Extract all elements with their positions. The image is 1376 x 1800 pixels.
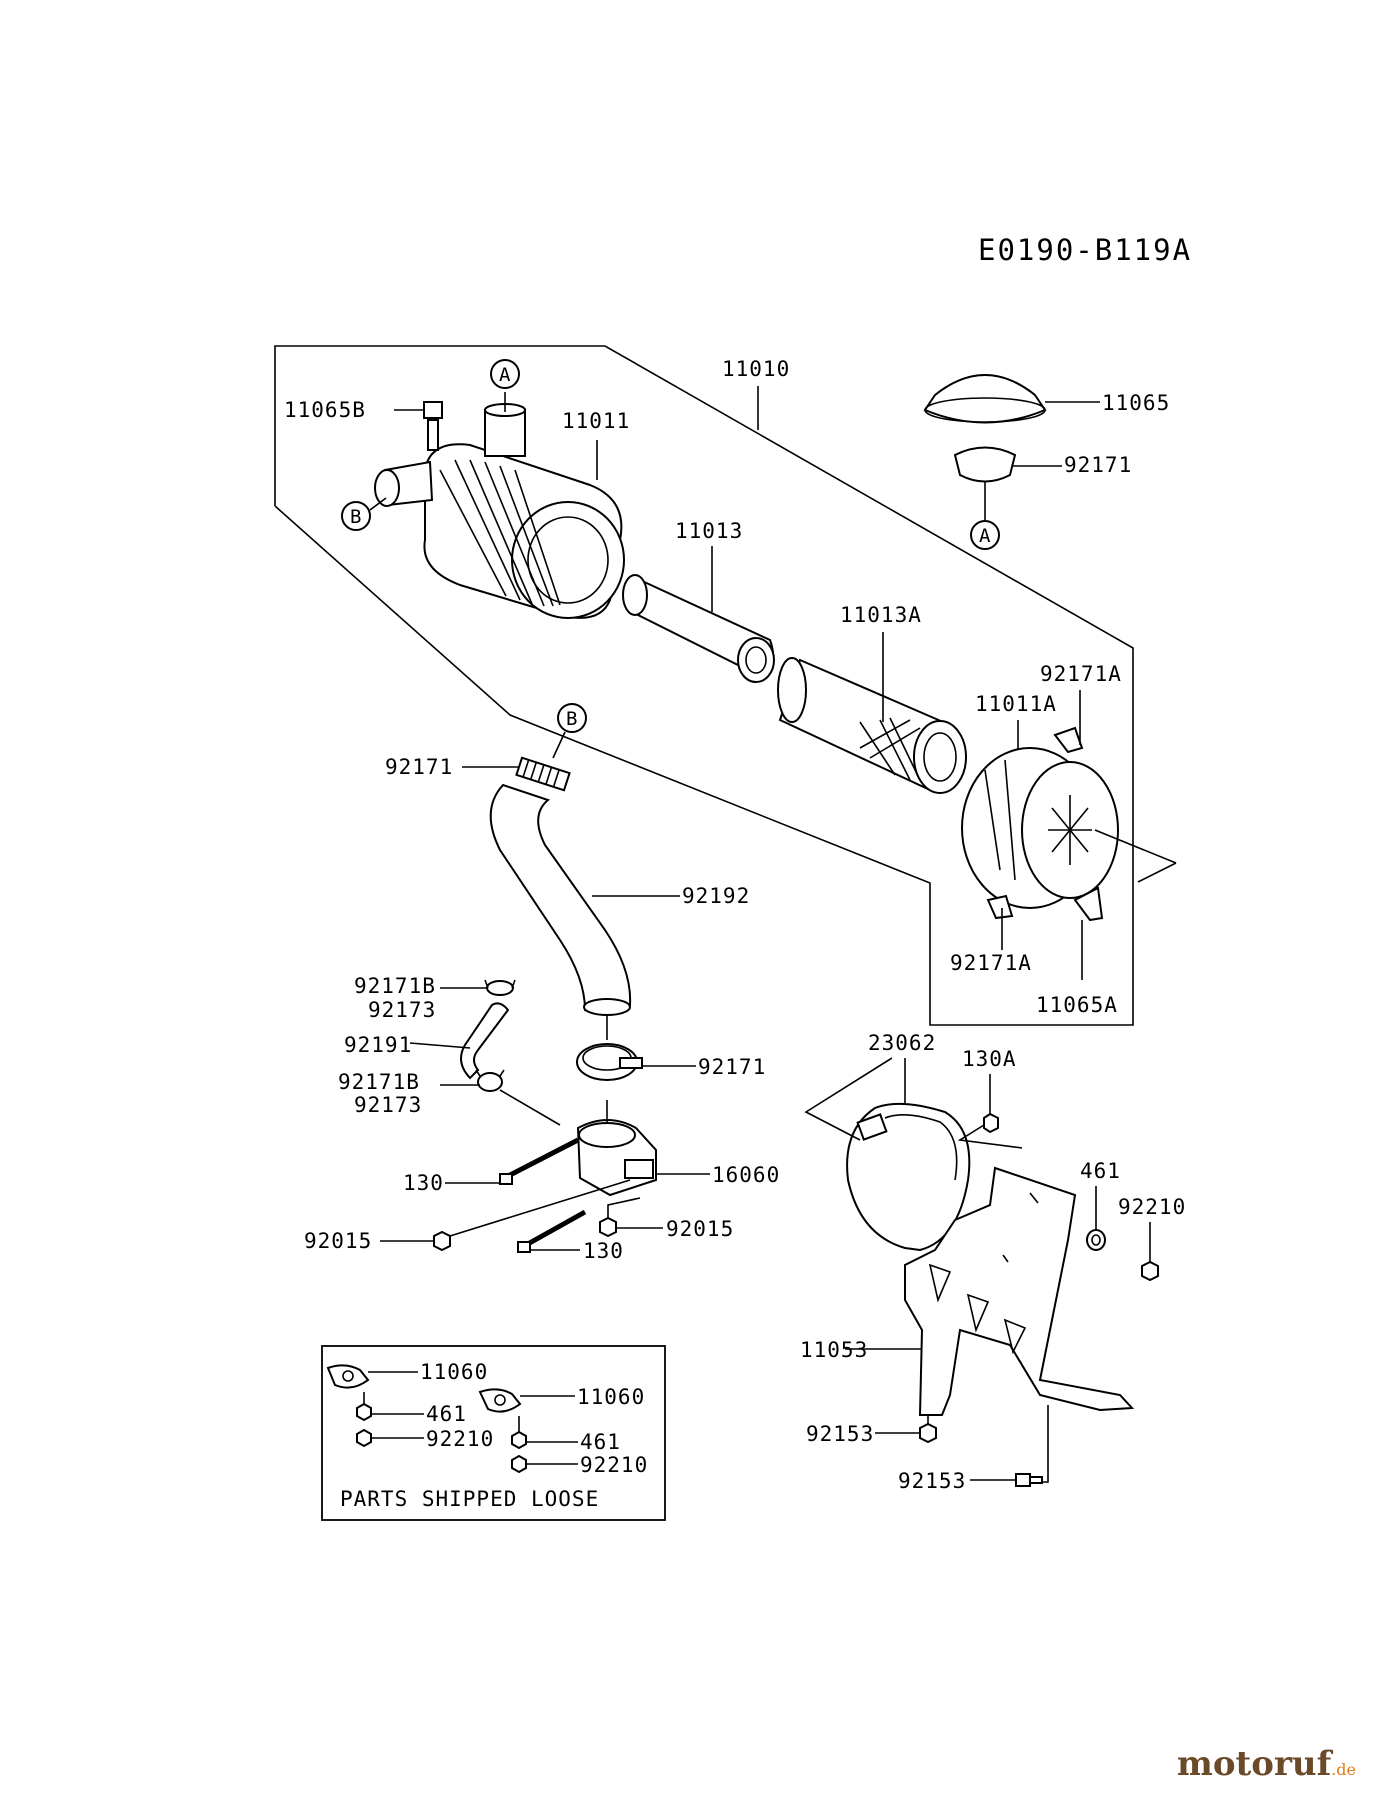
hose-clamp-top [953, 446, 1017, 483]
svg-text:B: B [350, 506, 361, 528]
label-130-b: 130 [583, 1239, 624, 1263]
ref-circle-a-top: A [490, 359, 520, 389]
label-11010: 11010 [722, 357, 790, 381]
washer-461-b [511, 1430, 527, 1450]
label-92210-a: 92210 [426, 1427, 494, 1451]
hose-clamp-lower [576, 1043, 643, 1081]
label-92153-a: 92153 [806, 1422, 874, 1446]
washer-461-right [1086, 1229, 1106, 1251]
label-11060-a: 11060 [420, 1360, 488, 1384]
svg-text:A: A [979, 525, 991, 547]
gasket-11060-a [326, 1364, 370, 1389]
watermark-brand: motoruf [1176, 1744, 1332, 1784]
ref-circle-b-left: B [341, 501, 371, 531]
svg-text:B: B [566, 708, 577, 730]
loose-parts-box [321, 1345, 666, 1521]
hose-clamp-upper [515, 756, 571, 792]
label-92191: 92191 [344, 1033, 412, 1057]
air-cleaner-housing [374, 401, 625, 619]
label-11013: 11013 [675, 519, 743, 543]
cover-band [846, 1102, 971, 1252]
svg-text:A: A [499, 364, 511, 386]
breather-hose [460, 1002, 510, 1080]
label-92173-b: 92173 [354, 1093, 422, 1117]
label-92210-right: 92210 [1118, 1195, 1186, 1219]
bracket-vents [928, 1192, 1039, 1355]
small-clamp-lower [475, 1069, 505, 1092]
watermark-tld: .de [1331, 1760, 1356, 1779]
intake-adapter [576, 1119, 657, 1197]
label-92015-b: 92015 [666, 1217, 734, 1241]
label-92210-b: 92210 [580, 1453, 648, 1477]
label-11013A: 11013A [840, 603, 922, 627]
assembly-outline [274, 345, 1134, 1026]
label-461-a: 461 [426, 1402, 467, 1426]
gasket-11060-b [478, 1388, 522, 1413]
label-16060: 16060 [712, 1163, 780, 1187]
nut-92015-right [599, 1216, 617, 1238]
pre-cleaner-cap [923, 374, 1047, 424]
circle-b-hose: B [557, 703, 587, 733]
label-92171-clamp: 92171 [698, 1055, 766, 1079]
label-461-b: 461 [580, 1430, 621, 1454]
label-92173-a: 92173 [368, 998, 436, 1022]
bolt-lower [517, 1209, 587, 1253]
diagram-code: E0190-B119A [978, 233, 1192, 267]
label-92153-b: 92153 [898, 1469, 966, 1493]
nut-92210-right [1141, 1260, 1159, 1282]
label-92015-a: 92015 [304, 1229, 372, 1253]
bolt-130A [983, 1112, 999, 1134]
ref-circle-a-right: A [970, 520, 1000, 550]
air-cleaner-end-cover [961, 726, 1119, 922]
washer-461-a [356, 1402, 372, 1422]
bolt-92153-b [1015, 1473, 1043, 1487]
watermark-logo: motoruf.de [1177, 1744, 1356, 1784]
nut-92210-a [356, 1428, 372, 1448]
label-11065A: 11065A [1036, 993, 1118, 1017]
label-92171A-bottom: 92171A [950, 951, 1032, 975]
label-130A: 130A [962, 1047, 1017, 1071]
small-clamp-upper [484, 979, 516, 996]
label-461-right: 461 [1080, 1159, 1121, 1183]
label-92171B-a: 92171B [354, 974, 436, 998]
label-11011: 11011 [562, 409, 630, 433]
label-130-a: 130 [403, 1171, 444, 1195]
label-11065B: 11065B [284, 398, 366, 422]
label-23062: 23062 [868, 1031, 936, 1055]
label-11065: 11065 [1102, 391, 1170, 415]
intake-hose [489, 783, 632, 1012]
mounting-bracket [904, 1166, 1135, 1416]
loose-parts-caption: PARTS SHIPPED LOOSE [340, 1487, 599, 1511]
primary-filter-element [777, 657, 967, 794]
safety-filter-element [622, 574, 775, 683]
label-92171B-b: 92171B [338, 1070, 420, 1094]
label-11053: 11053 [800, 1338, 868, 1362]
label-92171A-top: 92171A [1040, 662, 1122, 686]
bolt-92153-a [919, 1422, 937, 1444]
label-92171-top: 92171 [1064, 453, 1132, 477]
label-92192: 92192 [682, 884, 750, 908]
label-11011A: 11011A [975, 692, 1057, 716]
label-92171-hose: 92171 [385, 755, 453, 779]
nut-92210-b [511, 1454, 527, 1474]
label-11060-b: 11060 [577, 1385, 645, 1409]
bolt-upper [499, 1137, 580, 1185]
nut-92015-left [433, 1230, 451, 1252]
